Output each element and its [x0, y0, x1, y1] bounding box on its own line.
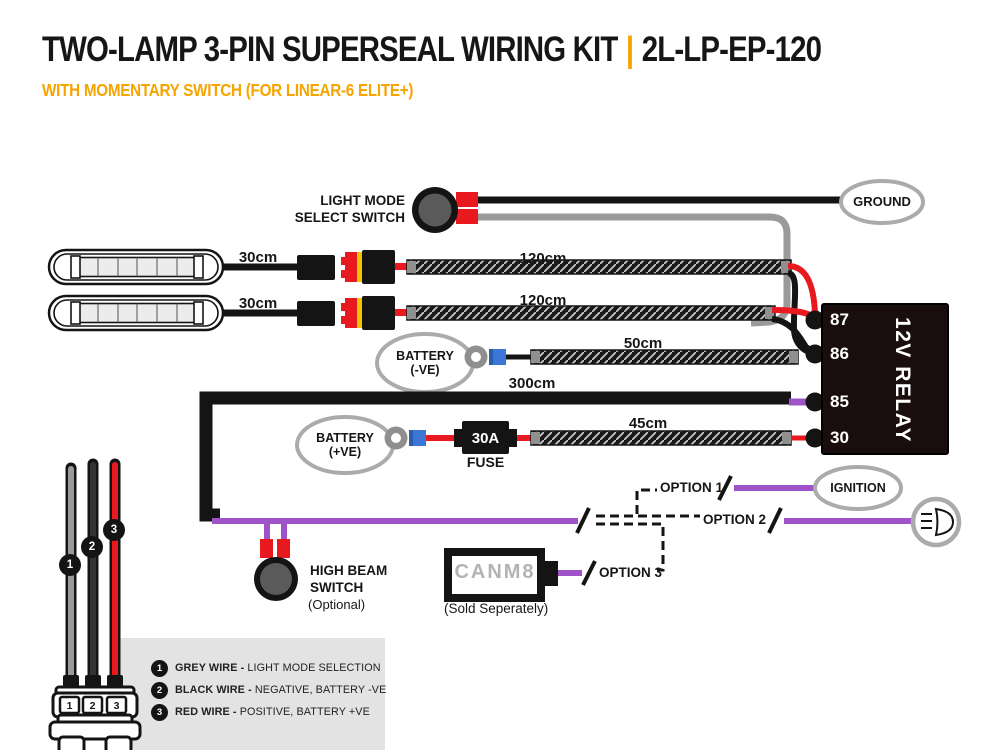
loom1-braided-wire [406, 259, 792, 275]
legend-row-2: 2 BLACK WIRE - NEGATIVE, BATTERY -VE [151, 681, 386, 699]
legend-desc-3: POSITIVE, BATTERY +VE [239, 706, 370, 718]
battery-positive-line2: (+VE) [328, 445, 362, 459]
high-beam-label-line1: HIGH BEAM [310, 563, 388, 578]
lamp-1 [47, 248, 225, 286]
battery-negative-line1: BATTERY [396, 348, 454, 363]
option3-label: OPTION 3 [599, 565, 663, 580]
legend-badge-3: 3 [151, 703, 168, 721]
legend-desc-1: LIGHT MODE SELECTION [247, 662, 381, 674]
light-mode-switch-label-line1: LIGHT MODE [320, 193, 405, 208]
legend-name-3: RED WIRE - [175, 706, 237, 718]
legend-badge-2: 2 [151, 681, 168, 699]
ground-braided-wire [530, 349, 799, 365]
loom2-cap-right [765, 307, 774, 319]
wire-tag-3: 3 [103, 519, 125, 541]
high-beam-switch [254, 539, 298, 601]
canm8-note: (Sold Seperately) [444, 601, 549, 616]
part-number: 2L-LP-EP-120 [641, 30, 822, 69]
power-cap-left [531, 432, 540, 444]
length-main-loom: 300cm [508, 375, 556, 392]
lamp2-superseal-connector [297, 296, 407, 330]
ignition-oval [813, 465, 903, 511]
battery-negative-terminal [464, 345, 506, 369]
power-braided-wire [530, 430, 792, 446]
high-beam-switch-label: HIGH BEAM SWITCH [310, 562, 387, 596]
loose-cable-wires [65, 458, 121, 694]
connector-pin-1: 1 [66, 699, 73, 712]
headlight-icon [910, 496, 962, 548]
ignition-label: IGNITION [830, 480, 886, 495]
relay [805, 303, 949, 455]
power-cap-right [782, 432, 791, 444]
option2-label: OPTION 2 [703, 512, 767, 527]
legend-text-2: BLACK WIRE - NEGATIVE, BATTERY -VE [175, 684, 386, 696]
page-subtitle: WITH MOMENTARY SWITCH (FOR LINEAR-6 ELIT… [42, 80, 414, 100]
loom2-cap-left [407, 307, 416, 319]
relay-pin-87: 87 [830, 310, 849, 329]
legend-text-3: RED WIRE - POSITIVE, BATTERY +VE [175, 706, 370, 718]
wire-tag-2: 2 [81, 536, 103, 558]
relay-splice-wires [771, 263, 818, 356]
legend-desc-2: NEGATIVE, BATTERY -VE [254, 684, 387, 696]
high-beam-label-line2: SWITCH [310, 580, 364, 595]
connector-pin-3: 3 [113, 699, 120, 712]
lamp1-superseal-connector [297, 250, 407, 284]
relay-label: 12V RELAY [891, 317, 914, 443]
length-lamp-bottom: 30cm [238, 295, 278, 312]
legend-badge-1: 1 [151, 659, 168, 677]
connector-pin-2: 2 [89, 699, 96, 712]
loom2-braided-wire [406, 305, 776, 321]
legend-row-1: 1 GREY WIRE - LIGHT MODE SELECTION [151, 659, 381, 677]
high-beam-note: (Optional) [308, 597, 366, 612]
battery-negative-label: BATTERY (-VE) [377, 335, 473, 391]
legend-row-3: 3 RED WIRE - POSITIVE, BATTERY +VE [151, 703, 370, 721]
battery-positive-label: BATTERY (+VE) [297, 418, 393, 472]
length-lamp-top: 30cm [238, 249, 278, 266]
fuse-rating: 30A [471, 429, 500, 447]
loom1-cap-right [781, 261, 790, 273]
option1-label: OPTION 1 [660, 480, 724, 495]
ground-cap-right [789, 351, 798, 363]
canm8-label: CANM8 [454, 561, 536, 583]
relay-pin-86: 86 [830, 344, 849, 363]
length-power-wire: 45cm [628, 415, 668, 432]
fuse-body [454, 421, 517, 454]
ground-oval [839, 179, 925, 225]
relay-pin-85: 85 [830, 392, 849, 411]
light-mode-switch-label-line2: SELECT SWITCH [294, 210, 405, 225]
light-mode-switch-label: LIGHT MODE SELECT SWITCH [262, 192, 405, 226]
canm8-box [444, 548, 558, 602]
loom1-cap-left [407, 261, 416, 273]
battery-positive-line1: BATTERY [316, 430, 374, 445]
length-ground-wire: 50cm [623, 335, 663, 352]
superseal-plug [48, 675, 142, 750]
option-dashed-routes [596, 488, 700, 572]
legend-name-1: GREY WIRE - [175, 662, 245, 674]
title-text: TWO-LAMP 3-PIN SUPERSEAL WIRING KIT [42, 30, 618, 69]
legend-name-2: BLACK WIRE - [175, 684, 252, 696]
wire-break-slashes [575, 475, 783, 586]
lamp-2 [47, 294, 225, 332]
wire-tag-1: 1 [59, 554, 81, 576]
length-loom-bottom: 120cm [519, 292, 567, 309]
light-mode-select-switch [412, 187, 478, 233]
legend-text-1: GREY WIRE - LIGHT MODE SELECTION [175, 662, 381, 674]
battery-positive-terminal [384, 426, 426, 450]
fuse-label: FUSE [466, 454, 505, 470]
battery-negative-line2: (-VE) [410, 363, 440, 377]
ground-cap-left [531, 351, 540, 363]
main-loom-wire [199, 391, 791, 522]
length-loom-top: 120cm [519, 250, 567, 267]
relay-pin-30: 30 [830, 428, 849, 447]
title-divider: | [625, 30, 634, 69]
page-title: TWO-LAMP 3-PIN SUPERSEAL WIRING KIT|2L-L… [42, 30, 822, 70]
ground-label: GROUND [853, 193, 911, 209]
